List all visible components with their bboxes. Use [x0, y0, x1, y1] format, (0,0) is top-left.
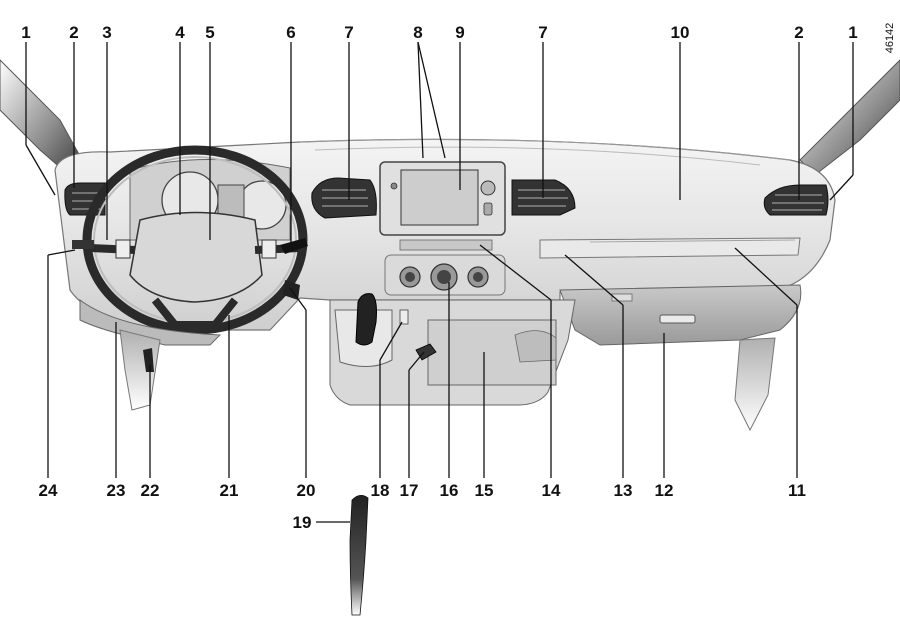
callout-22: 22 [141, 481, 160, 500]
parking-brake [349, 495, 369, 616]
right-lower-panel [734, 337, 776, 432]
callout-2-right: 2 [794, 23, 803, 42]
leader-lines [25, 41, 854, 523]
callout-labels: 1 2 3 4 5 6 7 8 9 7 10 2 1 24 23 22 21 2… [21, 23, 857, 532]
callout-21: 21 [220, 481, 239, 500]
steering-wheel [82, 145, 308, 335]
lower-dashboard [559, 284, 802, 432]
gear-lever [355, 293, 377, 346]
passenger-shelf [539, 237, 801, 259]
a-pillar-right [799, 59, 900, 176]
callout-20: 20 [297, 481, 316, 500]
callout-15: 15 [475, 481, 494, 500]
callout-14: 14 [542, 481, 561, 500]
console-switch [399, 309, 409, 325]
switch-strip [399, 239, 493, 251]
callout-7-right: 7 [538, 23, 547, 42]
multimedia-screen [379, 161, 506, 236]
steering-hub [129, 211, 263, 303]
glovebox-handle [659, 314, 696, 324]
callout-5: 5 [205, 23, 214, 42]
callout-24: 24 [39, 481, 58, 500]
callout-1-right: 1 [848, 23, 857, 42]
callout-8: 8 [413, 23, 422, 42]
lower-switch [611, 293, 633, 302]
stalk-right [280, 238, 308, 254]
callout-16: 16 [440, 481, 459, 500]
callout-1-left: 1 [21, 23, 30, 42]
callout-11: 11 [788, 481, 806, 500]
climate-panel [384, 239, 506, 296]
callout-4: 4 [175, 23, 185, 42]
callout-10: 10 [671, 23, 690, 42]
callout-12: 12 [655, 481, 674, 500]
callout-2-left: 2 [69, 23, 78, 42]
center-console [329, 293, 576, 406]
callout-3: 3 [102, 23, 111, 42]
lighting-switch [72, 240, 94, 249]
callout-19: 19 [293, 513, 312, 532]
reference-code: 46142 [884, 23, 896, 54]
callout-9: 9 [455, 23, 464, 42]
callout-23: 23 [107, 481, 126, 500]
callout-18: 18 [371, 481, 390, 500]
vent-center-left [311, 177, 377, 219]
callout-7-left: 7 [344, 23, 353, 42]
callout-6: 6 [286, 23, 295, 42]
wheel-controls-right [261, 239, 277, 259]
callout-17: 17 [400, 481, 419, 500]
callout-13: 13 [614, 481, 633, 500]
bonnet-release [143, 348, 154, 372]
wheel-controls-left [115, 239, 131, 259]
